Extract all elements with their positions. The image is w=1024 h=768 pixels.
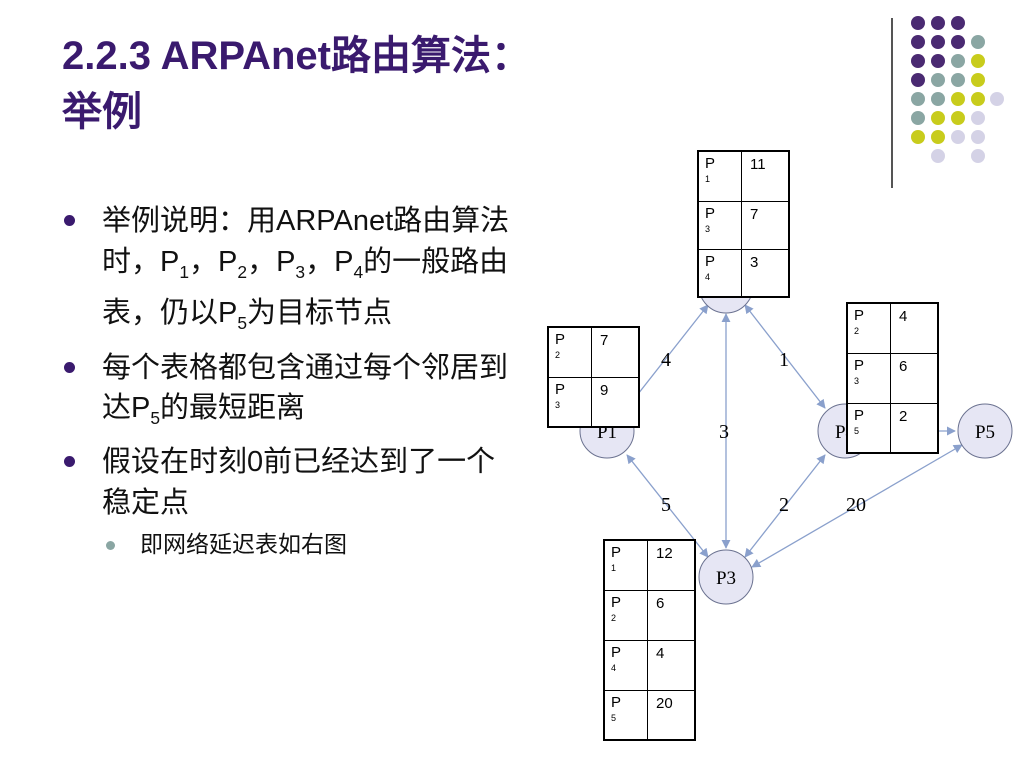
cost-cell: 11 [741,150,790,202]
dot-row-3 [911,54,985,68]
cost-cell: 9 [591,376,640,428]
bullet-item-2: 每个表格都包含通过每个邻居到达P5的最短距离 [62,347,522,438]
cost-cell: 6 [890,352,939,404]
edge-label-p2-p3: 3 [719,421,729,443]
cost-cell: 20 [647,689,696,741]
bullet-dot-icon [64,456,75,468]
decorative-vertical-rule [891,18,893,188]
edge-p2-p4 [744,304,826,409]
slide-title-line2: 举例 [62,90,142,134]
node-label-p5: P5 [975,422,995,443]
node-p3 [698,549,754,605]
bullet-subitem-1: 即网络延迟表如右图 [62,528,522,562]
bullet-dot-icon [64,361,75,373]
cost-cell: 4 [647,639,696,691]
bullet-item-3: 假设在时刻0前已经达到了一个稳定点 [62,441,522,522]
dot-row-8 [931,149,985,163]
cost-cell: 7 [741,200,790,250]
edge-label-p3-p5: 20 [846,494,866,516]
dot-row-6 [911,111,985,125]
decorative-dot-grid [911,16,1004,163]
node-p5 [957,403,1013,459]
bullet-dot-icon [64,215,75,226]
cost-cell: 6 [647,589,696,641]
dot-row-5 [911,92,1004,106]
edge-label-p1-p3: 5 [661,494,671,516]
dot-row-4 [911,73,985,87]
dot-row-7 [911,130,985,144]
sub-bullet-dot-icon [106,541,115,551]
slide-title-line1: 2.2.3 ARPAnet路由算法： [62,34,531,78]
edge-p1-p2 [626,304,709,409]
bullet-list: 举例说明：用ARPAnet路由算法时，P1，P2，P3，P4的一般路由表，仍以P… [62,200,522,562]
cost-cell: 12 [647,539,696,591]
edge-label-p1-p2: 4 [661,349,671,371]
dot-row-1 [911,16,965,30]
edge-p3-p5 [751,444,963,568]
cost-cell: 7 [591,326,640,378]
slide-title: 2.2.3 ARPAnet路由算法： 举例 [62,28,702,140]
cost-cell: 3 [741,248,790,298]
cost-cell: 2 [890,402,939,454]
edge-label-p2-p4: 1 [779,349,789,371]
cost-cell: 4 [890,302,939,354]
node-label-p3: P3 [716,568,736,589]
edge-label-p3-p4: 2 [779,494,789,516]
bullet-item-1: 举例说明：用ARPAnet路由算法时，P1，P2，P3，P4的一般路由表，仍以P… [62,200,522,343]
dot-row-2 [911,35,985,49]
